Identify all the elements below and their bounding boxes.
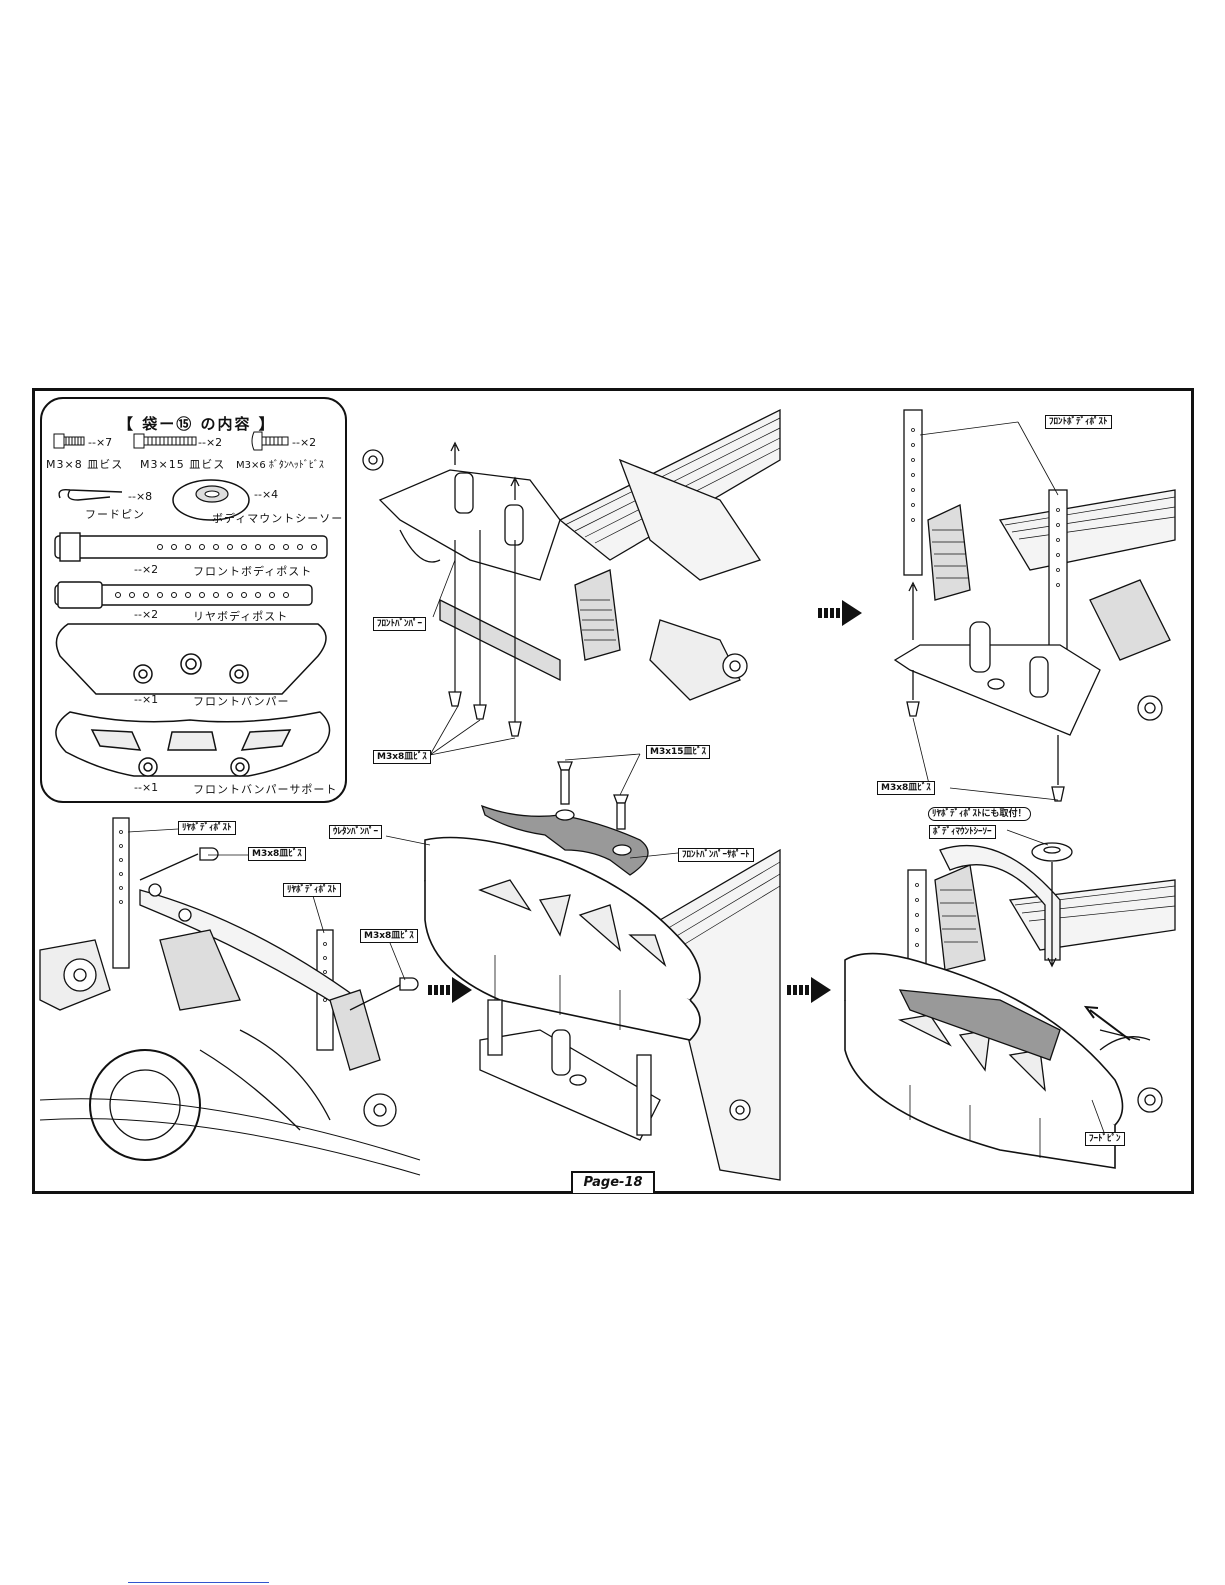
callout-leaders [127,421,1106,1136]
rear-body-post-icon [54,581,313,609]
step3-rear-drawing [39,817,421,1176]
part-qty: --×1 [134,781,159,794]
callout-m3x15-screw: M3x15皿ﾋﾞｽ [646,745,711,759]
callout-front-bumper: ﾌﾛﾝﾄﾊﾞﾝﾊﾟｰ [373,617,427,631]
part-qty: --×4 [254,488,279,501]
step-arrow-icon [787,977,831,1003]
screw-m3x15-icon [133,433,197,449]
footer-link-underline [128,1582,269,1583]
part-name: M3×8 皿ビス [46,458,124,471]
front-body-post-icon [54,532,328,562]
body-mount-seesaw-icon [172,479,250,521]
callout-urethane-bumper: ｳﾚﾀﾝﾊﾞﾝﾊﾟｰ [329,825,383,839]
part-qty: --×2 [292,436,317,449]
callout-body-mount-seesaw: ﾎﾞﾃﾞｨﾏｳﾝﾄｼｰｿｰ [929,825,996,839]
step1-chassis-drawing [362,408,781,737]
step-arrow-icon [428,977,472,1003]
step4-bumper-drawing [424,761,781,1181]
screw-m3x8-icon [53,433,85,449]
part-name: リヤボディポスト [193,610,289,623]
step-arrow-icon [818,600,862,626]
part-qty: --×2 [134,563,159,576]
callout-m3x8-screw: M3x8皿ﾋﾞｽ [877,781,935,795]
part-name: フロントボディポスト [193,565,313,578]
callout-m3x8-screw: M3x8皿ﾋﾞｽ [360,929,418,943]
callout-rear-body-post: ﾘﾔﾎﾞﾃﾞｨﾎﾟｽﾄ [283,883,341,897]
callout-m3x8-screw: M3x8皿ﾋﾞｽ [248,847,306,861]
front-bumper-support-icon [55,711,331,777]
part-name: M3×6 ﾎﾞﾀﾝﾍｯﾄﾞﾋﾞｽ [236,460,324,471]
part-name: M3×15 皿ビス [140,458,226,471]
step2-chassis-drawing [893,409,1176,802]
part-qty: --×2 [198,436,223,449]
part-name: フロントバンパーサポート [193,783,338,796]
hood-pin-icon [58,488,123,501]
front-bumper-plate-icon [55,623,327,695]
part-name: フードピン [85,508,145,521]
callout-m3x8-screw: M3x8皿ﾋﾞｽ [373,750,431,764]
part-qty: --×2 [134,608,159,621]
screw-m3x6-icon [251,431,289,451]
part-name: ボディマウントシーソー [212,512,344,525]
callout-hood-pin: ﾌｰﾄﾞﾋﾟﾝ [1085,1132,1125,1146]
part-qty: --×7 [88,436,113,449]
part-name: フロントバンパー [193,695,290,708]
page-number: Page-18 [571,1171,655,1193]
callout-rear-post-note: ﾘﾔﾎﾞﾃﾞｨﾎﾟｽﾄにも取付！ [928,807,1031,821]
callout-rear-body-post: ﾘﾔﾎﾞﾃﾞｨﾎﾟｽﾄ [178,821,236,835]
callout-front-bumper-support: ﾌﾛﾝﾄﾊﾞﾝﾊﾟｰｻﾎﾟｰﾄ [678,848,754,862]
step5-final-drawing [844,842,1176,1169]
part-qty: --×8 [128,490,153,503]
part-qty: --×1 [134,693,159,706]
callout-front-body-post: ﾌﾛﾝﾄﾎﾞﾃﾞｨﾎﾟｽﾄ [1045,415,1112,429]
parts-panel-title: 【 袋ー⑮ の内容 】 [118,415,276,433]
